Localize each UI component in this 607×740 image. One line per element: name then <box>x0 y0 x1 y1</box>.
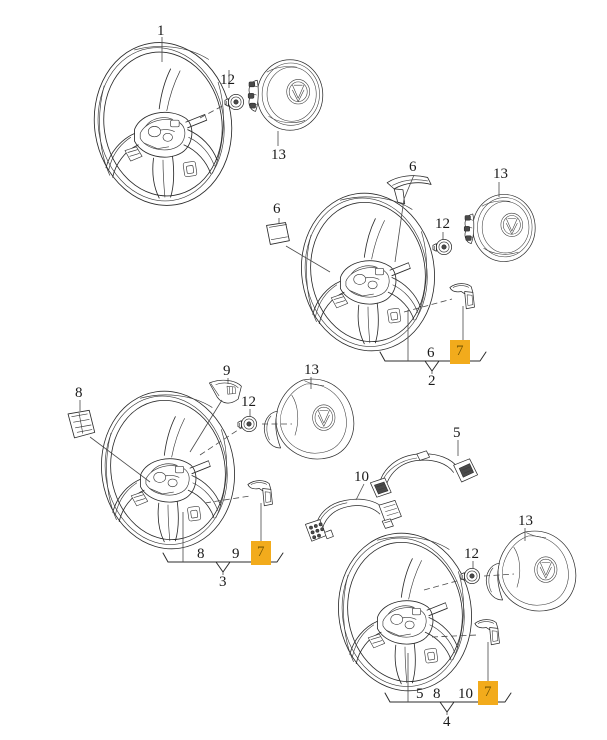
callout-12-group4: 12 <box>464 546 479 562</box>
group-1-artwork <box>82 32 324 216</box>
bracket-item-6-group2: 6 <box>427 345 435 361</box>
bracket-item-8-group4: 8 <box>433 686 441 702</box>
bracket-item-5-group4: 5 <box>416 686 424 702</box>
group-4-artwork <box>305 440 577 715</box>
group-2-artwork <box>266 174 536 374</box>
callout-13-group1: 13 <box>271 147 286 163</box>
assembly-number-4: 4 <box>443 714 451 730</box>
bracket-item-10-group4: 10 <box>458 686 473 702</box>
callout-1: 1 <box>157 23 165 39</box>
assembly-number-3: 3 <box>219 574 227 590</box>
callout-6-top-group2: 6 <box>409 159 417 175</box>
group-3-artwork <box>67 377 355 575</box>
bracket-item-9-group3: 9 <box>232 546 240 562</box>
callout-9-group3: 9 <box>223 363 231 379</box>
callout-8-group3: 8 <box>75 385 83 401</box>
callout-10-group4: 10 <box>354 469 369 485</box>
bracket-item-7-group2-highlighted[interactable]: 7 <box>450 340 470 364</box>
bracket-item-7-group4-highlighted[interactable]: 7 <box>478 681 498 705</box>
callout-6-left-group2: 6 <box>273 201 281 217</box>
bracket-item-7-group3-highlighted[interactable]: 7 <box>251 541 271 565</box>
assembly-number-2: 2 <box>428 373 436 389</box>
callout-13-group2: 13 <box>493 166 508 182</box>
callout-12-group3: 12 <box>241 394 256 410</box>
callout-5-group4: 5 <box>453 425 461 441</box>
bracket-item-8-group3: 8 <box>197 546 205 562</box>
callout-12-group1: 12 <box>220 72 235 88</box>
callout-12-group2: 12 <box>435 216 450 232</box>
callout-13-group4: 13 <box>518 513 533 529</box>
callout-13-group3: 13 <box>304 362 319 378</box>
